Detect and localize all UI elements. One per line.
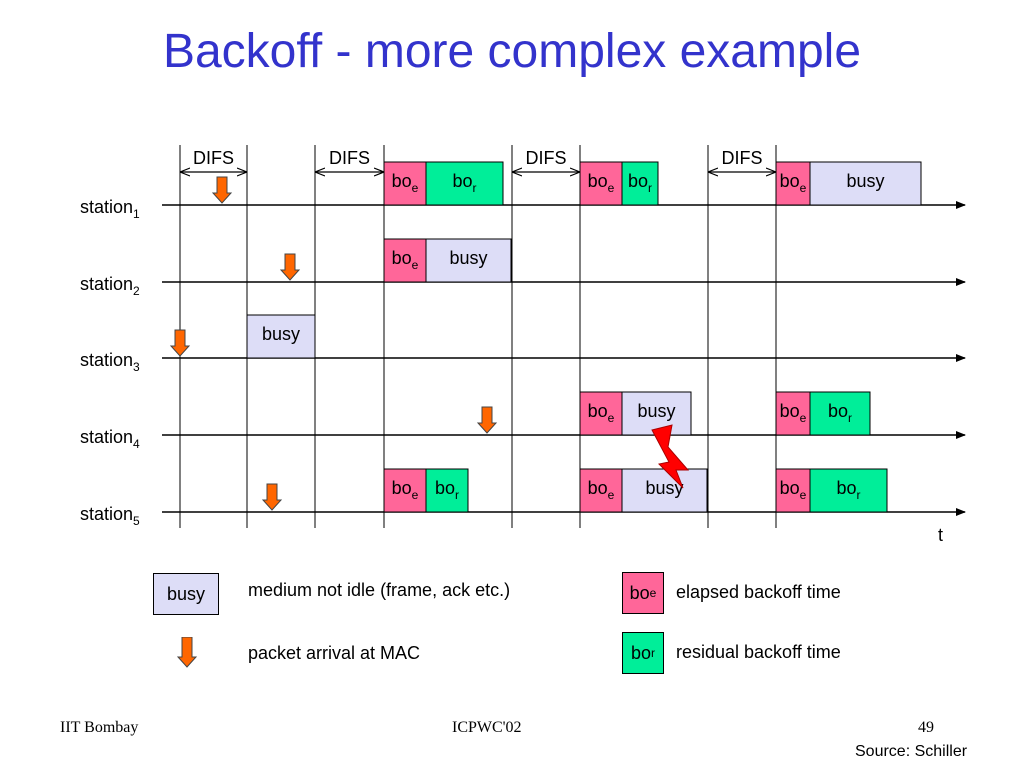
elapsed-backoff-box <box>775 468 811 513</box>
packet-arrival-arrow-icon <box>169 329 191 357</box>
elapsed-backoff-box <box>579 161 623 206</box>
packet-arrival-arrow-icon <box>476 406 498 434</box>
legend-arrival-description: packet arrival at MAC <box>248 643 421 663</box>
elapsed-backoff-box-label: boe <box>780 401 807 425</box>
elapsed-backoff-box <box>383 238 427 283</box>
elapsed-backoff-box-label: boe <box>392 478 419 502</box>
elapsed-backoff-box-label: boe <box>392 248 419 272</box>
busy-box-label: busy <box>645 478 683 498</box>
legend-busy-label: busy <box>166 583 206 604</box>
elapsed-backoff-box-label: boe <box>780 478 807 502</box>
busy-box <box>246 314 316 359</box>
difs-label: DIFS <box>721 148 762 168</box>
elapsed-backoff-box <box>775 161 811 206</box>
elapsed-backoff-box <box>383 161 427 206</box>
station-label: station4 <box>80 427 140 451</box>
elapsed-backoff-box-label: boe <box>588 401 615 425</box>
station-label: station3 <box>80 350 140 374</box>
legend-bor-main: bo <box>630 642 652 663</box>
residual-backoff-box-label: bor <box>828 401 852 425</box>
residual-backoff-box-label: bor <box>628 171 652 195</box>
residual-backoff-box <box>425 161 504 206</box>
elapsed-backoff-box-label: boe <box>588 478 615 502</box>
difs-label: DIFS <box>193 148 234 168</box>
residual-backoff-box <box>425 468 469 513</box>
residual-backoff-box <box>621 161 659 206</box>
difs-label: DIFS <box>329 148 370 168</box>
collision-bolt-icon <box>651 424 690 489</box>
busy-box-label: busy <box>262 324 300 344</box>
elapsed-backoff-box-label: boe <box>392 171 419 195</box>
busy-box-label: busy <box>846 171 884 191</box>
time-axis-label: t <box>938 525 943 545</box>
footer-left: IIT Bombay <box>60 719 139 736</box>
legend-arrival-arrow-icon <box>177 637 197 668</box>
residual-backoff-box-label: bor <box>452 171 476 195</box>
residual-backoff-box <box>809 468 888 513</box>
station-label: station1 <box>80 197 140 221</box>
station-label: station5 <box>80 504 140 528</box>
legend-busy-box: busy <box>153 573 219 615</box>
packet-arrival-arrow-icon <box>211 176 233 204</box>
station-label: station2 <box>80 274 140 298</box>
elapsed-backoff-box <box>775 391 811 436</box>
source-credit: Source: Schiller <box>855 743 968 760</box>
elapsed-backoff-box-label: boe <box>588 171 615 195</box>
legend-boe-description: elapsed backoff time <box>676 582 841 602</box>
footer-center: ICPWC'02 <box>452 719 522 736</box>
legend-bor-description: residual backoff time <box>676 642 841 662</box>
legend-boe-main: bo <box>629 582 650 603</box>
elapsed-backoff-box <box>383 468 427 513</box>
busy-box-label: busy <box>449 248 487 268</box>
busy-box <box>621 468 708 513</box>
residual-backoff-box <box>809 391 871 436</box>
busy-box <box>621 391 692 436</box>
page-number: 49 <box>918 719 934 736</box>
elapsed-backoff-box <box>579 468 623 513</box>
difs-label: DIFS <box>525 148 566 168</box>
legend-bor-sub: r <box>651 646 656 660</box>
residual-backoff-box-label: bor <box>435 478 459 502</box>
busy-box-label: busy <box>637 401 675 421</box>
packet-arrival-arrow-icon <box>279 253 301 281</box>
slide-title: Backoff - more complex example <box>162 25 862 78</box>
packet-arrival-arrow-icon <box>261 483 283 511</box>
busy-box <box>425 238 512 283</box>
busy-box <box>809 161 922 206</box>
legend-busy-description: medium not idle (frame, ack etc.) <box>248 580 511 600</box>
residual-backoff-box-label: bor <box>836 478 860 502</box>
elapsed-backoff-box-label: boe <box>780 171 807 195</box>
legend-boe-sub: e <box>649 586 657 600</box>
